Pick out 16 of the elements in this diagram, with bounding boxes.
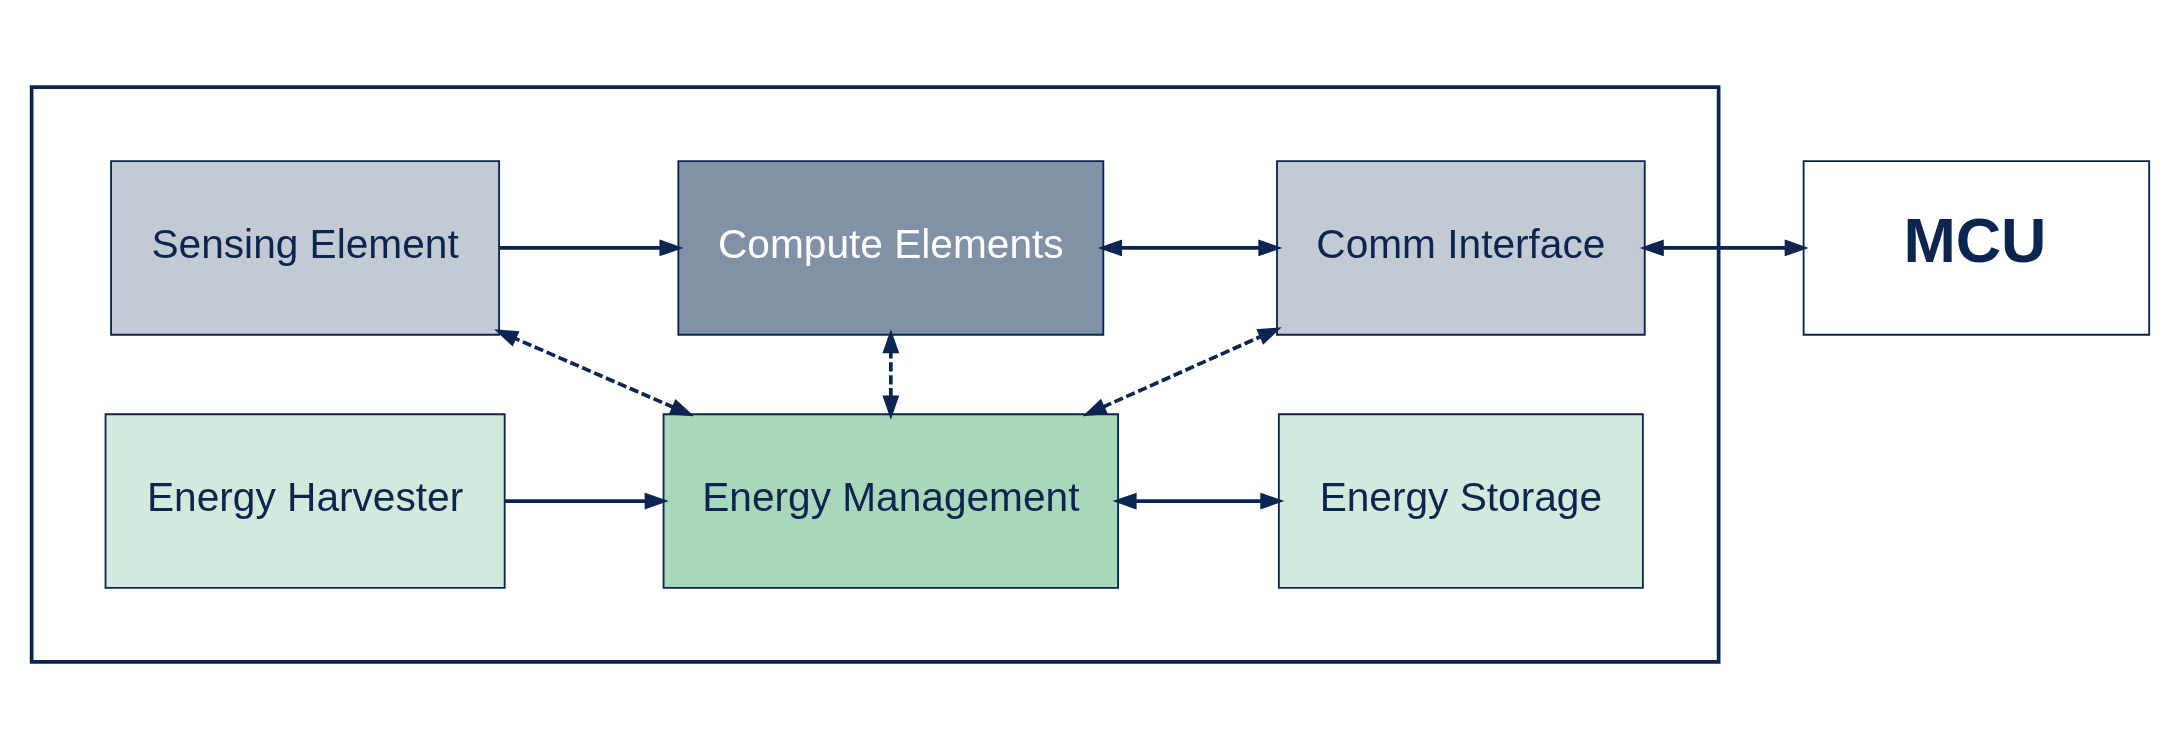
node-box: Energy Management <box>662 412 1120 589</box>
arrow <box>1097 239 1283 256</box>
arrow <box>504 492 669 509</box>
arrow <box>1082 326 1282 416</box>
node-box: Compute Elements <box>677 159 1105 336</box>
node-box: Energy Harvester <box>104 412 506 589</box>
arrow <box>1639 239 1809 256</box>
arrow <box>499 239 684 256</box>
node-box: Energy Storage <box>1277 412 1644 589</box>
node-box: Comm Interface <box>1276 159 1646 336</box>
arrow <box>882 328 900 420</box>
cluster <box>29 84 1721 664</box>
node-box: MCU <box>1802 159 2151 336</box>
arrow <box>494 328 695 416</box>
node-box: Sensing Element <box>110 159 501 336</box>
arrow <box>1112 492 1285 509</box>
